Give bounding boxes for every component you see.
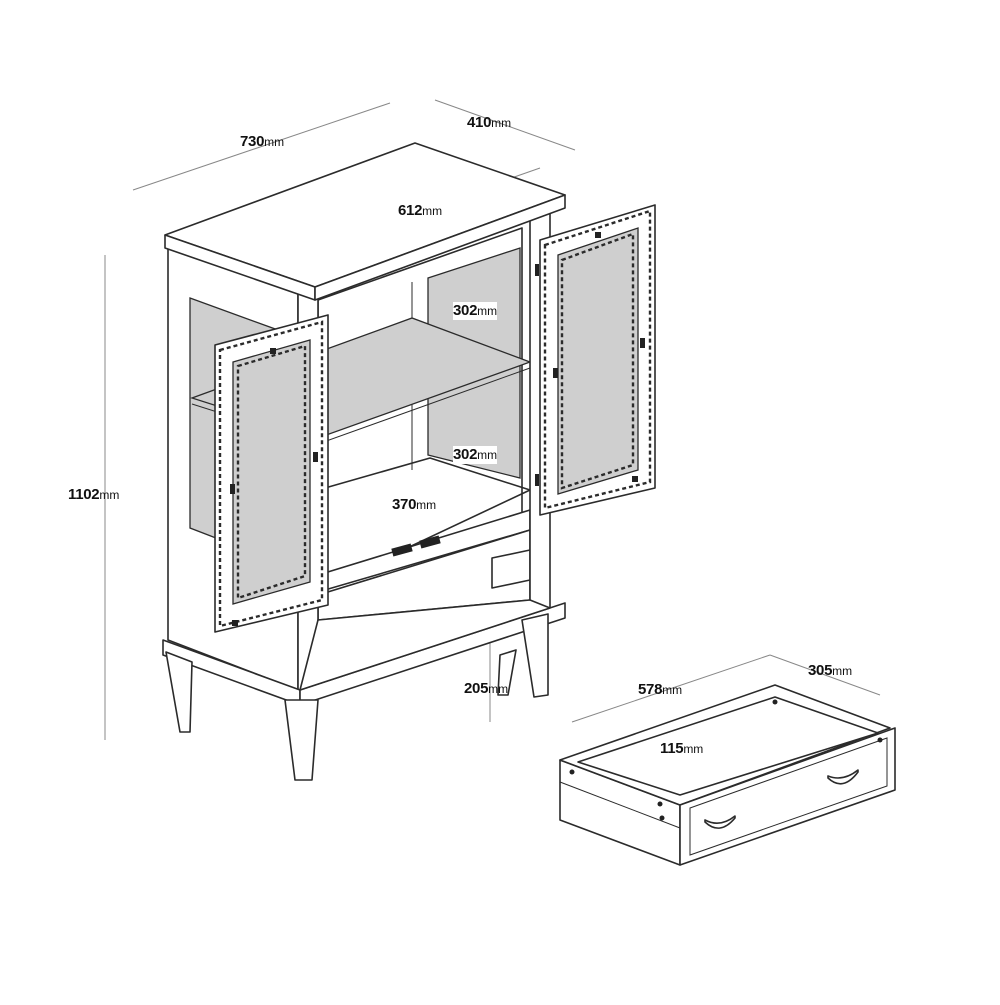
height-unit: mm [99,488,120,502]
right-door [535,204,656,516]
width-label: 730mm [240,133,284,151]
inner-width-label: 612mm [398,202,442,220]
inner-depth-value: 370 [392,496,417,513]
leg-height-unit: mm [488,682,509,696]
shelf-lower-value: 302 [453,446,478,463]
drawer-handle-right [827,769,859,785]
shelf-upper-label: 302mm [453,302,498,320]
drawer-height-value: 115 [660,740,684,757]
inner-depth-unit: mm [416,498,437,512]
inner-depth-label: 370mm [392,496,436,514]
leg-front-right [521,613,549,698]
height-label: 1102mm [68,486,119,504]
depth-label: 410mm [467,114,511,132]
drawer-height-unit: mm [683,742,704,756]
left-door-glass [232,339,311,605]
width-value: 730 [240,133,265,150]
drawer-height-label: 115mm [660,740,703,758]
left-door [214,314,329,633]
inner-width-value: 612 [398,202,423,219]
leg-height-label: 205mm [464,680,508,698]
drawer-handle-left [704,815,736,829]
drawer-depth-value: 305 [808,662,833,679]
leg-height-value: 205 [464,680,489,697]
shelf-lower-unit: mm [477,448,498,462]
leg-back-right [497,649,517,696]
drawer-width-label: 578mm [638,681,682,699]
leg-back-left [165,651,193,733]
drawer-width-unit: mm [662,683,683,697]
drawer-depth-unit: mm [832,664,853,678]
drawer-interior-floor [577,696,879,796]
drawer-depth-label: 305mm [808,662,852,680]
drawer-front [679,727,896,866]
depth-value: 410 [467,114,492,131]
depth-unit: mm [491,116,512,130]
shelf-upper-unit: mm [477,304,498,318]
shelf-lower-label: 302mm [453,446,498,464]
width-unit: mm [264,135,285,149]
drawer-width-value: 578 [638,681,663,698]
leg-front-left [284,699,319,781]
drawer [559,684,896,866]
inner-width-unit: mm [422,204,443,218]
right-door-glass [557,227,639,495]
shelf-upper-value: 302 [453,302,478,319]
height-value: 1102 [68,486,100,503]
